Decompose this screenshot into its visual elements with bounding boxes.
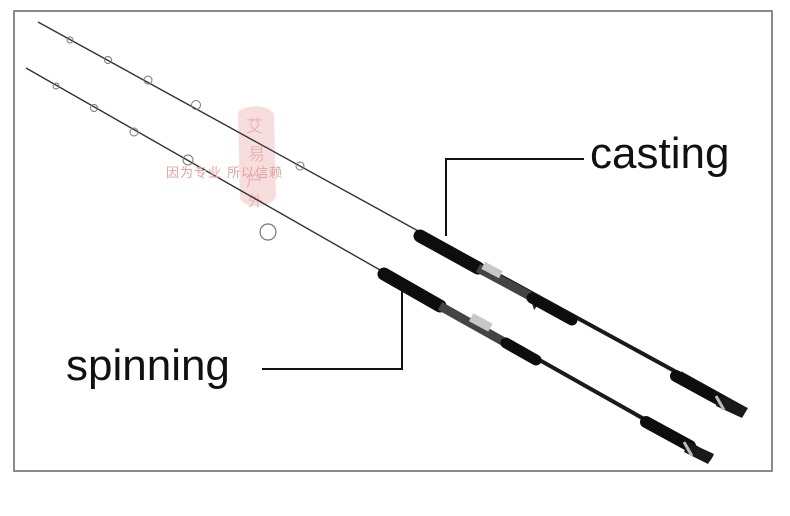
image-frame — [13, 10, 773, 472]
casting-rear-grip — [526, 292, 578, 326]
spinning-rod — [25, 67, 714, 464]
svg-text:户: 户 — [246, 171, 263, 191]
spinning-fore-grip — [377, 267, 447, 313]
spinning-label: spinning — [66, 341, 230, 390]
watermark-slogan: 因为专业 所以信赖 — [166, 166, 284, 181]
watermark-seal: 艾 易 户 外 — [238, 106, 276, 210]
svg-text:易: 易 — [248, 145, 265, 165]
casting-butt-grip — [670, 370, 726, 406]
casting-callout-line — [445, 158, 584, 236]
svg-text:外: 外 — [248, 192, 263, 210]
casting-fore-grip — [413, 229, 485, 275]
spinning-callout-line — [262, 291, 403, 370]
casting-rod — [37, 21, 748, 418]
spinning-rear-grip — [500, 337, 542, 366]
casting-label: casting — [590, 129, 730, 178]
svg-text:艾: 艾 — [246, 117, 263, 137]
spinning-butt-grip — [640, 416, 696, 452]
